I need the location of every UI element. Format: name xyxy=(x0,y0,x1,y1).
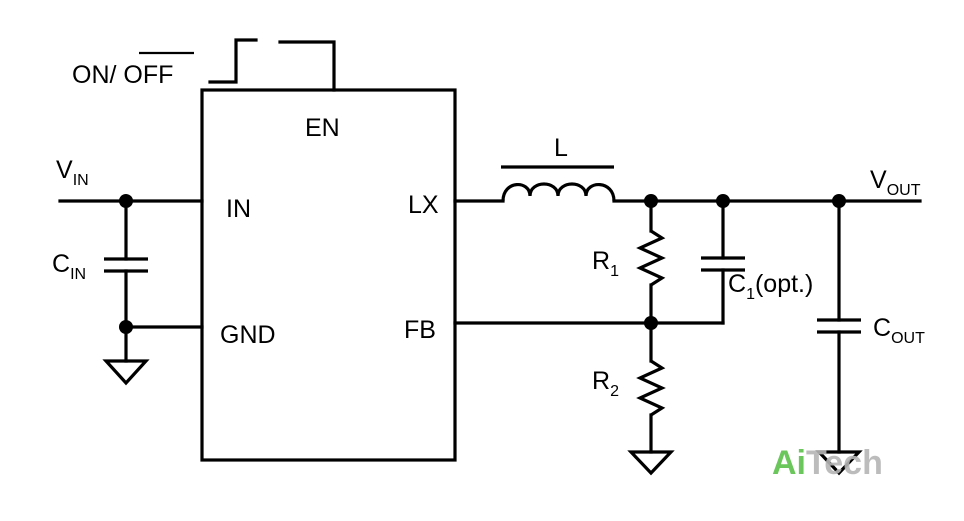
ic-body xyxy=(200,88,457,462)
junction-vout xyxy=(832,194,846,208)
watermark-logo: AiTech xyxy=(772,444,883,482)
c1-label: C1(opt.) xyxy=(728,270,813,303)
inductor-label: L xyxy=(554,134,568,162)
en-wire xyxy=(278,40,336,92)
on-off-label: ON/ OFF xyxy=(72,61,173,89)
r2-resistor xyxy=(636,359,666,417)
in-pin-label: IN xyxy=(226,195,251,223)
junction-c1-top xyxy=(716,194,730,208)
ground-symbol-output xyxy=(815,450,863,476)
en-pin-label: EN xyxy=(305,114,340,142)
vout-label: VOUT xyxy=(870,166,921,199)
cin-label: CIN xyxy=(52,250,86,283)
gnd-pin-label: GND xyxy=(220,321,276,349)
junction-r1-top xyxy=(644,194,658,208)
fb-pin-label: FB xyxy=(404,316,436,344)
cout-label: COUT xyxy=(873,314,925,347)
lx-pin-label: LX xyxy=(408,191,439,219)
r2-label: R2 xyxy=(592,367,619,400)
r1-label: R1 xyxy=(592,247,619,280)
ground-symbol-r2 xyxy=(627,450,675,476)
r1-resistor xyxy=(636,229,666,287)
junction-gnd xyxy=(119,320,133,334)
on-off-pulse xyxy=(208,38,258,84)
ground-symbol-input xyxy=(102,359,150,386)
junction-vin xyxy=(119,194,133,208)
inductor-coil xyxy=(501,182,616,202)
vin-label: VIN xyxy=(56,156,89,189)
junction-fb xyxy=(644,316,658,330)
